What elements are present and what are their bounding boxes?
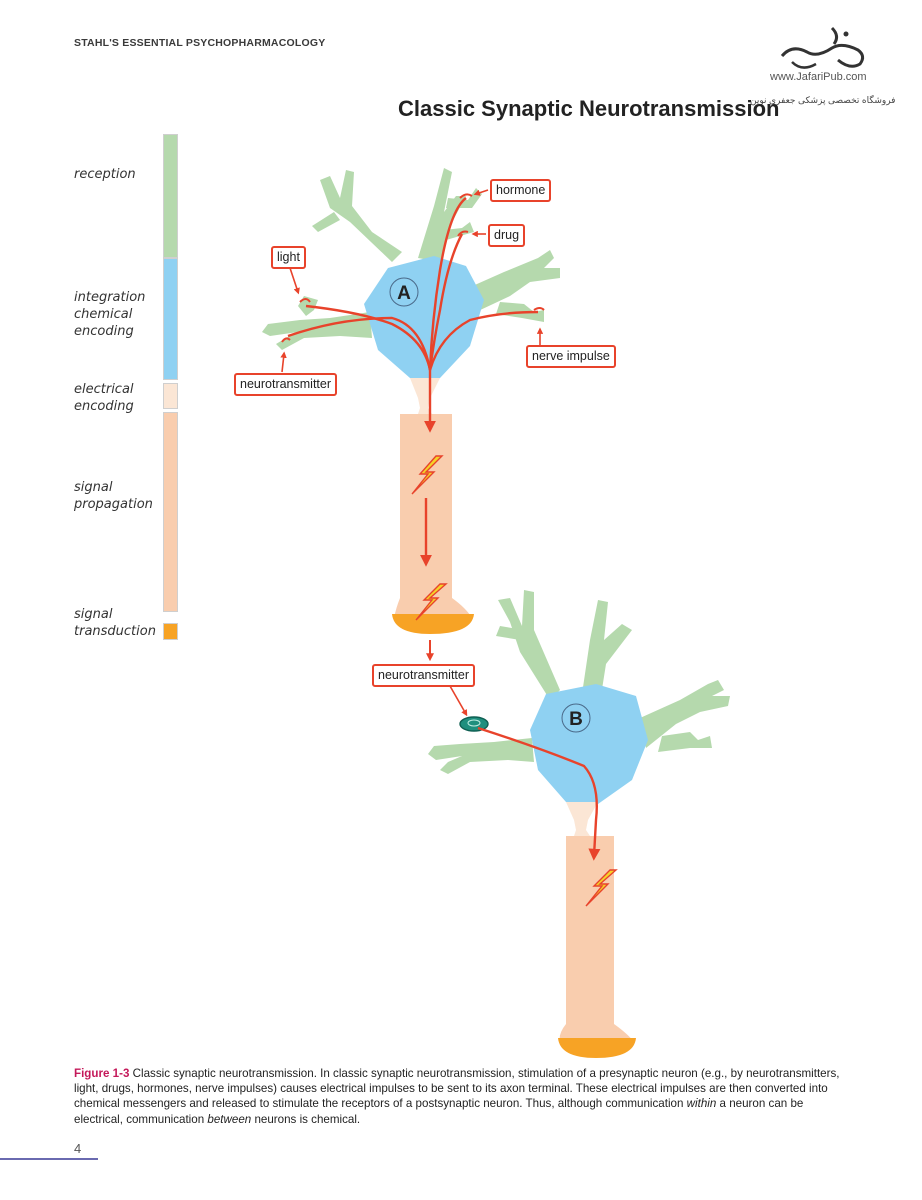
callout-hormone: hormone bbox=[490, 179, 552, 202]
callout-drug: drug bbox=[488, 224, 526, 247]
stage-label-reception: reception bbox=[74, 167, 136, 182]
neuron-a-axon bbox=[394, 414, 472, 618]
callout-nerve-impulse: nerve impulse bbox=[526, 345, 616, 368]
neuron-b-dendrites bbox=[428, 590, 730, 774]
page-number: 4 bbox=[74, 1141, 82, 1156]
stage-bar-electrical-encoding bbox=[163, 383, 178, 409]
figure-title: Classic Synaptic Neurotransmission bbox=[398, 96, 780, 121]
neuron-diagram: A bbox=[262, 168, 730, 1058]
lightning-bolt-icon bbox=[415, 583, 448, 621]
stage-bar-reception bbox=[163, 134, 178, 258]
callout-neurotransmitter-input: neurotransmitter bbox=[234, 373, 338, 396]
neuron-a-axon-terminal bbox=[392, 614, 474, 634]
caption-emphasis-between: between bbox=[207, 1112, 252, 1126]
neuron-b-signal-arrow bbox=[477, 726, 601, 861]
running-head: STAHL'S ESSENTIAL PSYCHOPHARMACOLOGY bbox=[74, 37, 326, 49]
figure-caption: Figure 1-3 Classic synaptic neurotransmi… bbox=[74, 1066, 854, 1127]
receptor-bound-neurotransmitter bbox=[459, 716, 489, 732]
caption-figure-label: Figure 1-3 bbox=[74, 1067, 130, 1080]
neuron-b: B bbox=[428, 590, 730, 1058]
neuron-b-label: B bbox=[569, 709, 583, 730]
neuron-b-label-badge: B bbox=[561, 703, 591, 733]
stage-label-signal-propagation: signal propagation bbox=[74, 480, 153, 512]
stage-bar-integration bbox=[163, 258, 178, 380]
neuron-a-soma bbox=[364, 256, 484, 378]
publisher-logo bbox=[780, 26, 865, 69]
footer-rule bbox=[0, 1158, 98, 1160]
stage-bar-signal-transduction bbox=[163, 623, 178, 640]
stage-label-integration: integration chemical encoding bbox=[74, 290, 146, 339]
lightning-bolt-icon bbox=[411, 455, 444, 495]
neuron-a-label-badge: A bbox=[389, 277, 419, 307]
neuron-b-soma bbox=[530, 684, 648, 804]
publisher-url: www.JafariPub.com bbox=[770, 71, 867, 83]
publisher-tagline: فروشگاه تخصصی پزشکی جعفری نوین bbox=[750, 95, 896, 105]
caption-text-end: neurons is chemical. bbox=[251, 1112, 361, 1126]
stage-bar-signal-propagation bbox=[163, 412, 178, 612]
neuron-b-axon-hillock bbox=[566, 802, 598, 836]
neuron-a-signal-arrows bbox=[287, 197, 539, 567]
neuron-a-axon-hillock bbox=[410, 378, 440, 414]
neuron-a-label: A bbox=[397, 283, 411, 304]
neuron-a: A bbox=[262, 168, 560, 634]
callout-leaders bbox=[280, 189, 544, 717]
neuron-a-receptors bbox=[281, 193, 545, 343]
neuron-b-axon bbox=[559, 836, 634, 1042]
caption-text-continued: a neuron can be electrical, communicatio… bbox=[74, 1097, 804, 1126]
caption-text: Classic synaptic neurotransmission. In c… bbox=[74, 1067, 840, 1111]
stage-label-signal-transduction: signal transduction bbox=[74, 607, 156, 639]
lightning-bolt-icon bbox=[585, 869, 618, 907]
callout-light: light bbox=[271, 246, 306, 269]
stage-label-electrical-encoding: electrical encoding bbox=[74, 382, 134, 414]
neuron-b-axon-terminal bbox=[558, 1038, 636, 1058]
caption-emphasis-within: within bbox=[686, 1097, 717, 1111]
callout-neurotransmitter-release: neurotransmitter bbox=[372, 664, 476, 687]
